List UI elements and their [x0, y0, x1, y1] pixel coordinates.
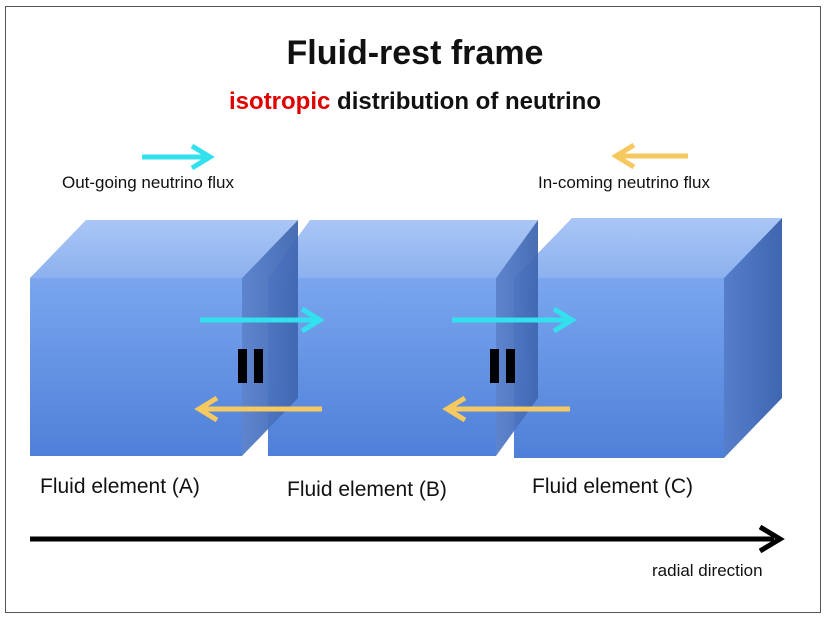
figure-subtitle: isotropic distribution of neutrino — [0, 88, 830, 116]
fluid-element-a-label: Fluid element (A) — [40, 475, 200, 498]
figure-title: Fluid-rest frame — [286, 34, 544, 72]
outgoing-legend-arrow — [142, 143, 215, 171]
fluid-element-c-cube — [514, 218, 782, 458]
subtitle-rest: distribution of neutrino — [330, 88, 601, 115]
subtitle-highlight: isotropic — [229, 88, 331, 115]
equality-symbol-bc — [490, 349, 515, 383]
fluid-element-c-label: Fluid element (C) — [532, 475, 694, 498]
radial-direction-label: radial direction — [652, 561, 763, 580]
outgoing-arrow-ab — [200, 306, 325, 334]
outgoing-flux-label: Out-going neutrino flux — [62, 173, 234, 192]
incoming-flux-label: In-coming neutrino flux — [538, 173, 710, 192]
incoming-arrow-bc — [442, 395, 570, 423]
fluid-element-b-label: Fluid element (B) — [287, 478, 447, 501]
radial-direction-arrow — [30, 524, 785, 554]
outgoing-arrow-bc — [452, 306, 577, 334]
fluid-element-a-cube — [30, 220, 298, 456]
incoming-arrow-ab — [194, 395, 322, 423]
equality-symbol-ab — [238, 349, 263, 383]
fluid-element-b-cube — [268, 220, 538, 456]
incoming-legend-arrow — [611, 142, 688, 170]
